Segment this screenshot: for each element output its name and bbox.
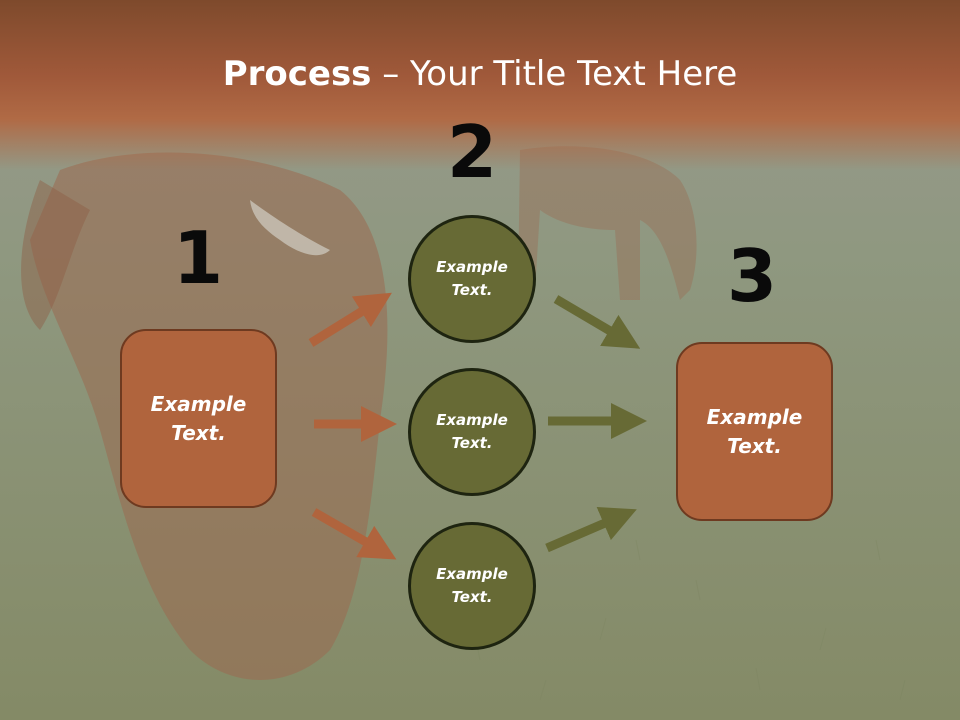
step-2-circle-bottom-label: Example Text.: [436, 565, 508, 606]
step-number-1: 1: [172, 216, 224, 300]
title-bold: Process: [222, 54, 372, 94]
title-rest: – Your Title Text Here: [371, 54, 738, 94]
step-2-circle-bottom[interactable]: Example Text.: [408, 522, 536, 650]
step-2-circle-top[interactable]: Example Text.: [408, 215, 536, 343]
step-1-box-label: Example Text.: [150, 391, 247, 445]
step-number-3: 3: [726, 234, 778, 318]
title-band: [0, 0, 960, 170]
step-2-circle-top-label: Example Text.: [436, 258, 508, 299]
step-2-circle-middle-label: Example Text.: [436, 411, 508, 452]
step-2-circle-middle[interactable]: Example Text.: [408, 368, 536, 496]
slide-title: Process – Your Title Text Here: [0, 52, 960, 96]
step-3-box-label: Example Text.: [706, 404, 803, 458]
step-3-box[interactable]: Example Text.: [676, 342, 833, 521]
step-number-2: 2: [446, 110, 498, 194]
step-1-box[interactable]: Example Text.: [120, 329, 277, 508]
